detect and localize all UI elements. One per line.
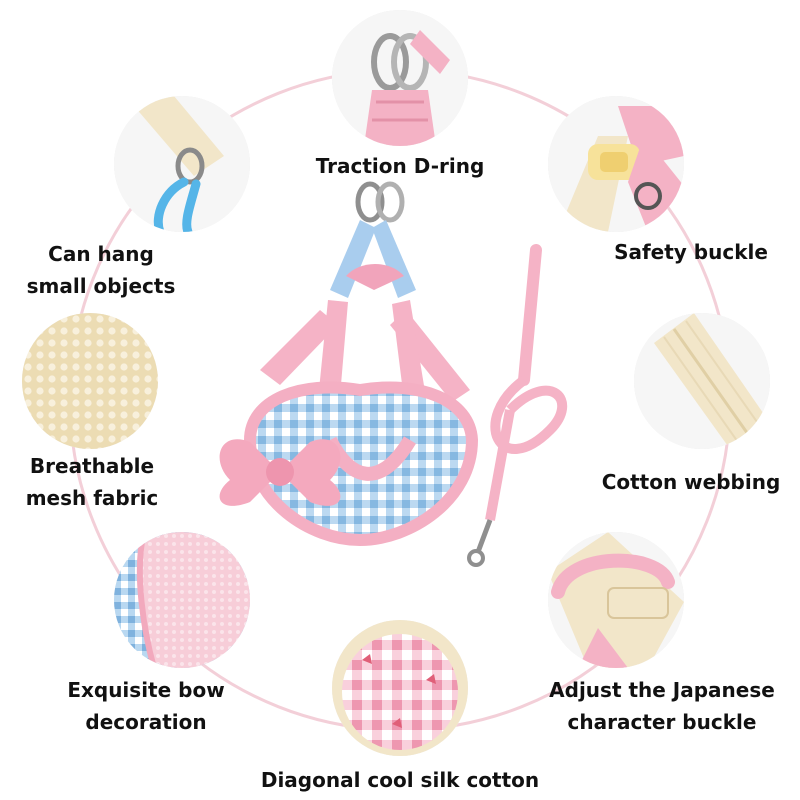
label-safety-buckle: Safety buckle <box>614 240 768 264</box>
mesh-fabric-icon <box>22 313 158 449</box>
adjust-buckle-icon <box>548 532 684 668</box>
label-silk-cotton: Diagonal cool silk cotton <box>260 768 540 792</box>
label-cotton-webbing: Cotton webbing <box>601 470 781 494</box>
label-mesh-fabric: Breathable mesh fabric <box>25 454 159 510</box>
clip-hook-icon <box>114 96 250 232</box>
harness-leash-illustration <box>210 180 590 580</box>
label-hang-objects: Can hang small objects <box>26 242 176 298</box>
label-bow-decoration: Exquisite bow decoration <box>67 678 225 734</box>
gingham-fabric-icon <box>332 620 468 756</box>
buckle-icon <box>548 96 684 232</box>
webbing-icon <box>634 313 770 449</box>
label-traction-d-ring: Traction D-ring <box>315 154 485 178</box>
label-japanese-buckle: Adjust the Japanese character buckle <box>549 678 775 734</box>
bow-mesh-icon <box>114 532 250 668</box>
d-ring-icon <box>332 10 468 146</box>
